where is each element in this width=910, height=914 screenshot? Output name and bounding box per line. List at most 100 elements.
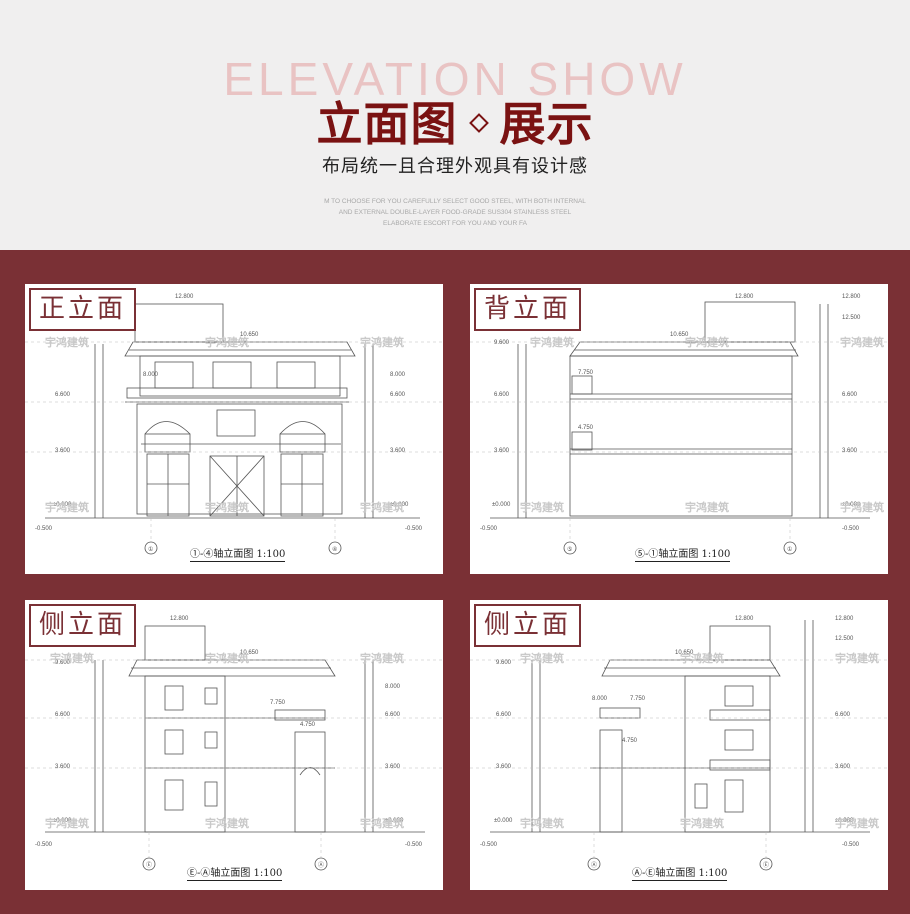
svg-text:3.600: 3.600	[496, 764, 512, 770]
svg-text:-0.500: -0.500	[35, 526, 53, 532]
panel-caption: ①-④轴立面图 1:100	[190, 545, 286, 562]
svg-text:6.600: 6.600	[55, 392, 71, 398]
svg-text:6.600: 6.600	[55, 712, 71, 718]
english-line: M TO CHOOSE FOR YOU CAREFULLY SELECT GOO…	[324, 198, 586, 205]
watermark: 宇鸿建筑	[685, 501, 729, 514]
svg-text:8.000: 8.000	[592, 696, 608, 702]
svg-text:9.600: 9.600	[494, 340, 510, 346]
watermark: 宇鸿建筑	[360, 336, 404, 349]
axis-left-label: ①	[148, 546, 153, 553]
header: ELEVATION SHOW 立面图展示 布局统一且合理外观具有设计感 M TO…	[0, 0, 910, 250]
svg-text:±0.000: ±0.000	[492, 502, 511, 508]
watermark: 宇鸿建筑	[50, 652, 94, 665]
panel-rear-elevation: 12.800 10.650 7.750 4.750 9.600 6.600 3.600 ±0…	[470, 284, 888, 574]
side-elevation-ea-drawing: 12.800 10.650 7.750 4.750 9.600 6.600 3.600 ±0…	[25, 616, 443, 871]
watermark: 宇鸿建筑	[520, 652, 564, 665]
svg-text:±0.000: ±0.000	[390, 502, 409, 508]
svg-text:4.750: 4.750	[578, 425, 594, 431]
svg-text:-0.500: -0.500	[480, 526, 498, 532]
panel-label: 侧立面	[29, 604, 137, 647]
watermark: 宇鸿建筑	[45, 336, 89, 349]
svg-text:10.650: 10.650	[675, 650, 694, 656]
svg-text:-0.500: -0.500	[842, 526, 860, 532]
svg-text:6.600: 6.600	[842, 392, 858, 398]
svg-text:12.500: 12.500	[842, 315, 861, 321]
axis-right-label: Ⓔ	[763, 861, 769, 869]
svg-text:-0.500: -0.500	[480, 842, 498, 848]
rear-elevation-drawing: 12.800 10.650 7.750 4.750 9.600 6.600 3.600 ±0…	[470, 294, 888, 555]
svg-text:12.800: 12.800	[735, 616, 754, 622]
watermark: 宇鸿建筑	[360, 501, 404, 514]
axis-left-label: Ⓐ	[591, 861, 597, 869]
svg-text:3.600: 3.600	[385, 764, 401, 770]
svg-text:7.750: 7.750	[270, 700, 286, 706]
watermark: 宇鸿建筑	[45, 817, 89, 830]
svg-text:10.650: 10.650	[240, 650, 259, 656]
watermark: 宇鸿建筑	[45, 501, 89, 514]
svg-text:-0.500: -0.500	[405, 842, 423, 848]
axis-right-label: ④	[332, 546, 337, 553]
panel-side-elevation-ea: 12.800 10.650 7.750 4.750 9.600 6.600 3.600 ±0…	[25, 600, 443, 890]
svg-text:8.000: 8.000	[385, 684, 401, 690]
svg-text:10.650: 10.650	[240, 332, 259, 338]
front-elevation-drawing: 12.800 10.650 8.000 6.600 3.600 ±0.000 -0.500…	[25, 294, 443, 555]
svg-text:3.600: 3.600	[494, 448, 510, 454]
svg-text:6.600: 6.600	[496, 712, 512, 718]
svg-text:-0.500: -0.500	[405, 526, 423, 532]
svg-text:8.000: 8.000	[390, 372, 406, 378]
svg-text:10.650: 10.650	[670, 332, 689, 338]
axis-left-label: Ⓔ	[146, 861, 152, 869]
svg-text:9.600: 9.600	[496, 660, 512, 666]
svg-text:12.800: 12.800	[835, 616, 854, 622]
panel-label: 侧立面	[474, 604, 582, 647]
english-blurb: M TO CHOOSE FOR YOU CAREFULLY SELECT GOO…	[0, 196, 910, 229]
svg-text:±0.000: ±0.000	[835, 818, 854, 824]
subtitle: 布局统一且合理外观具有设计感	[322, 156, 588, 177]
svg-text:12.500: 12.500	[835, 636, 854, 642]
svg-text:4.750: 4.750	[300, 722, 316, 728]
svg-text:6.600: 6.600	[385, 712, 401, 718]
panel-caption: ⑤-①轴立面图 1:100	[635, 545, 731, 562]
title-left: 立面图	[316, 97, 458, 151]
diamond-icon	[468, 112, 489, 133]
watermark: 宇鸿建筑	[840, 501, 884, 514]
watermark: 宇鸿建筑	[520, 501, 564, 514]
axis-right-label: Ⓐ	[318, 861, 324, 869]
watermark: 宇鸿建筑	[685, 336, 729, 349]
svg-text:±0.000: ±0.000	[53, 818, 72, 824]
svg-text:12.800: 12.800	[735, 294, 754, 300]
panel-front-elevation: 12.800 10.650 8.000 6.600 3.600 ±0.000 -0.500…	[25, 284, 443, 574]
watermark: 宇鸿建筑	[680, 817, 724, 830]
watermark: 宇鸿建筑	[205, 817, 249, 830]
svg-text:9.600: 9.600	[55, 660, 71, 666]
title-right: 展示	[499, 97, 594, 151]
panel-caption: Ⓐ-Ⓔ轴立面图 1:100	[632, 864, 728, 881]
svg-text:±0.000: ±0.000	[842, 502, 861, 508]
svg-text:3.600: 3.600	[55, 448, 71, 454]
svg-text:12.800: 12.800	[170, 616, 189, 622]
panel-label: 正立面	[29, 288, 137, 331]
watermark: 宇鸿建筑	[205, 336, 249, 349]
ghost-title: ELEVATION SHOW	[223, 53, 687, 105]
watermark: 宇鸿建筑	[360, 817, 404, 830]
watermark: 宇鸿建筑	[835, 652, 879, 665]
svg-text:12.800: 12.800	[175, 294, 194, 300]
english-line: ELABORATE ESCORT FOR YOU AND YOUR FA	[383, 220, 527, 227]
svg-text:±0.000: ±0.000	[494, 818, 513, 824]
svg-text:3.600: 3.600	[842, 448, 858, 454]
svg-text:±0.000: ±0.000	[385, 818, 404, 824]
axis-right-label: ①	[787, 546, 792, 553]
svg-text:6.600: 6.600	[494, 392, 510, 398]
svg-text:-0.500: -0.500	[35, 842, 53, 848]
watermark: 宇鸿建筑	[205, 501, 249, 514]
svg-text:6.600: 6.600	[390, 392, 406, 398]
svg-text:7.750: 7.750	[578, 370, 594, 376]
axis-left-label: ⑤	[567, 546, 572, 553]
english-line: AND EXTERNAL DOUBLE-LAYER FOOD-GRADE SUS…	[338, 209, 572, 216]
elevation-frame: 12.800 10.650 8.000 6.600 3.600 ±0.000 -0.500…	[0, 250, 910, 914]
watermark: 宇鸿建筑	[835, 817, 879, 830]
svg-text:3.600: 3.600	[55, 764, 71, 770]
svg-text:7.750: 7.750	[630, 696, 646, 702]
